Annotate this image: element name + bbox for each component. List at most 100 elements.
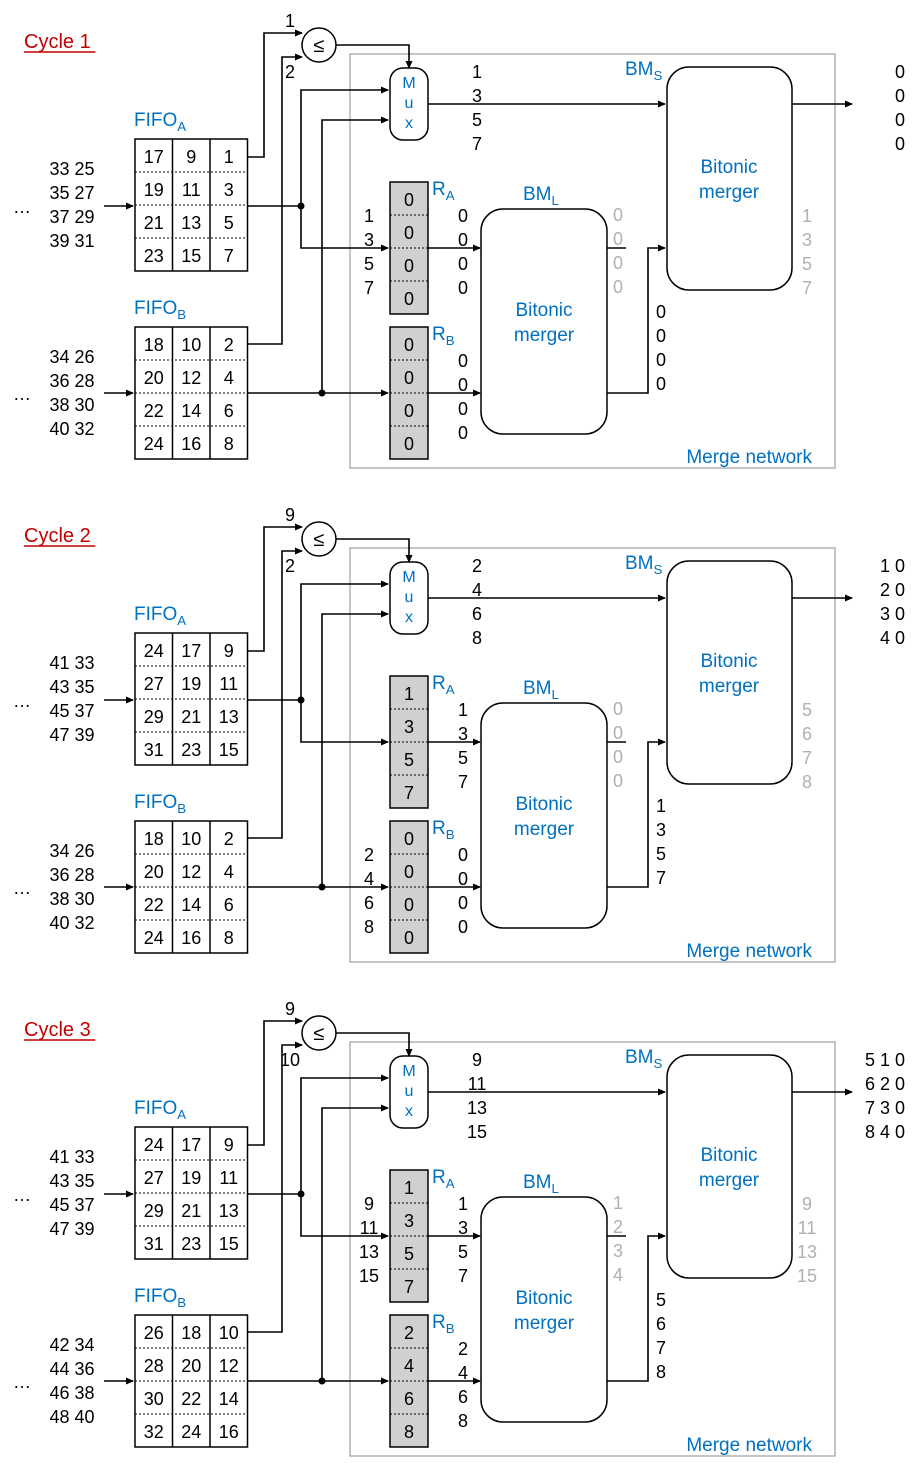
bms-discarded-output-value: 5 [802, 254, 812, 274]
bml-title: merger [514, 819, 575, 840]
bml-input-value: 3 [458, 1218, 468, 1238]
bml-title: Bitonic [515, 794, 572, 815]
fifo-a-head-to-comparator [248, 523, 303, 652]
fifo-b-head-to-comparator [248, 547, 303, 839]
input-ellipsis: … [13, 197, 31, 217]
fifo-b-cell: 8 [224, 434, 234, 454]
cycle-title: Cycle 2 [24, 525, 91, 547]
fifo-a-to-mux [300, 1074, 389, 1194]
input-stream-b-value: 40 32 [49, 913, 94, 933]
bml-discarded-output-value: 0 [613, 253, 623, 273]
fifo-b-cell: 14 [219, 1389, 239, 1409]
merged-output-value: 8 4 0 [865, 1122, 905, 1142]
input-stream-a-value: 33 25 [49, 159, 94, 179]
fifo-b-cell: 22 [144, 895, 164, 915]
bml-input-value: 3 [458, 724, 468, 744]
bitonic-merger-small [666, 1054, 793, 1279]
input-stream-b-value: 36 28 [49, 371, 94, 391]
register-b-cell: 2 [404, 1323, 414, 1343]
input-stream-a-value: 47 39 [49, 1219, 94, 1239]
fifo-b-cell: 8 [224, 928, 234, 948]
bml-input-value: 0 [458, 206, 468, 226]
merged-output-value: 0 [895, 62, 905, 82]
fifo-b-head-to-comparator [248, 1041, 303, 1333]
fifo-a-to-ra [300, 1194, 389, 1240]
bml-discarded-output-value: 4 [613, 1265, 623, 1285]
fifo-a-cell: 9 [186, 147, 196, 167]
register-a-cell: 5 [404, 1244, 414, 1264]
fifo-a-cell: 23 [181, 740, 201, 760]
register-b-label: RB [432, 324, 455, 348]
fifo-b-label: FIFOB [134, 298, 186, 322]
bml-input-value: 7 [458, 1266, 468, 1286]
fifo-a-label: FIFOA [134, 1098, 186, 1122]
fifo-b-cell: 10 [219, 1323, 239, 1343]
mux-output-value: 5 [472, 110, 482, 130]
mux-label: x [405, 115, 413, 132]
fifo-a-cell: 27 [144, 1168, 164, 1188]
input-stream-b-value: 44 36 [49, 1359, 94, 1379]
merged-output-value: 4 0 [880, 628, 905, 648]
input-stream-a-value: 41 33 [49, 653, 94, 673]
bml-input-value: 6 [458, 1387, 468, 1407]
register-a-cell: 3 [404, 1211, 414, 1231]
fifo-a-cell: 23 [181, 1234, 201, 1254]
comparator-symbol: ≤ [314, 1023, 325, 1045]
bitonic-merger-small [666, 66, 793, 291]
register-a-label: RA [432, 673, 455, 697]
bms-discarded-output-value: 13 [797, 1242, 817, 1262]
input-ellipsis: … [13, 1185, 31, 1205]
bms-discarded-output-value: 5 [802, 700, 812, 720]
bml-discarded-output-value: 0 [613, 771, 623, 791]
comparator-input-b-value: 2 [285, 556, 295, 576]
mux-label: u [405, 95, 414, 112]
mux-output-value: 7 [472, 134, 482, 154]
bml-output-value: 1 [656, 796, 666, 816]
fifo-a-cell: 31 [144, 740, 164, 760]
fifo-b-cell: 14 [181, 401, 201, 421]
fifo-a-cell: 11 [182, 180, 201, 200]
bml-title: merger [514, 325, 575, 346]
merge-network-label: Merge network [686, 1435, 812, 1456]
bml-output-value: 5 [656, 844, 666, 864]
register-b-cell: 0 [404, 401, 414, 421]
bml-to-bms [607, 1232, 666, 1382]
input-ellipsis: … [13, 691, 31, 711]
bml-input-value: 0 [458, 893, 468, 913]
fifo-b-cell: 16 [219, 1422, 239, 1442]
comparator-input-a-value: 9 [285, 505, 295, 525]
register-b-block [389, 1314, 429, 1448]
input-stream-a-value: 43 35 [49, 677, 94, 697]
fifo-a-cell: 19 [144, 180, 164, 200]
input-stream-a-value: 45 37 [49, 701, 94, 721]
mux-output-value: 11 [468, 1074, 487, 1094]
merged-output-value: 6 2 0 [865, 1074, 905, 1094]
fifo-a-label: FIFOA [134, 604, 186, 628]
fifo-b-cell: 28 [144, 1356, 164, 1376]
register-b-incoming-value: 4 [364, 869, 374, 889]
merged-output-value: 0 [895, 110, 905, 130]
register-a-incoming-value: 13 [359, 1242, 379, 1262]
bitonic-merger-large [480, 1196, 608, 1423]
bml-input-value: 0 [458, 423, 468, 443]
bitonic-merger-large [480, 702, 608, 929]
bml-input-value: 2 [458, 1339, 468, 1359]
register-b-cell: 0 [404, 829, 414, 849]
register-a-cell: 5 [404, 750, 414, 770]
input-stream-b-value: 36 28 [49, 865, 94, 885]
fifo-b-cell: 2 [224, 829, 234, 849]
mux-label: M [402, 1063, 415, 1080]
register-a-cell: 1 [404, 684, 414, 704]
bms-discarded-output-value: 8 [802, 772, 812, 792]
bms-label: BMS [625, 59, 663, 83]
merged-output-value: 0 [895, 134, 905, 154]
fifo-a-cell: 15 [181, 246, 201, 266]
bml-discarded-output-value: 0 [613, 723, 623, 743]
bml-label: BML [523, 1172, 559, 1196]
register-a-incoming-value: 7 [364, 278, 374, 298]
register-b-cell: 4 [404, 1356, 414, 1376]
register-b-cell: 0 [404, 434, 414, 454]
fifo-a-to-ra [300, 700, 389, 746]
input-stream-b-value: 34 26 [49, 841, 94, 861]
merged-output-value: 2 0 [880, 580, 905, 600]
